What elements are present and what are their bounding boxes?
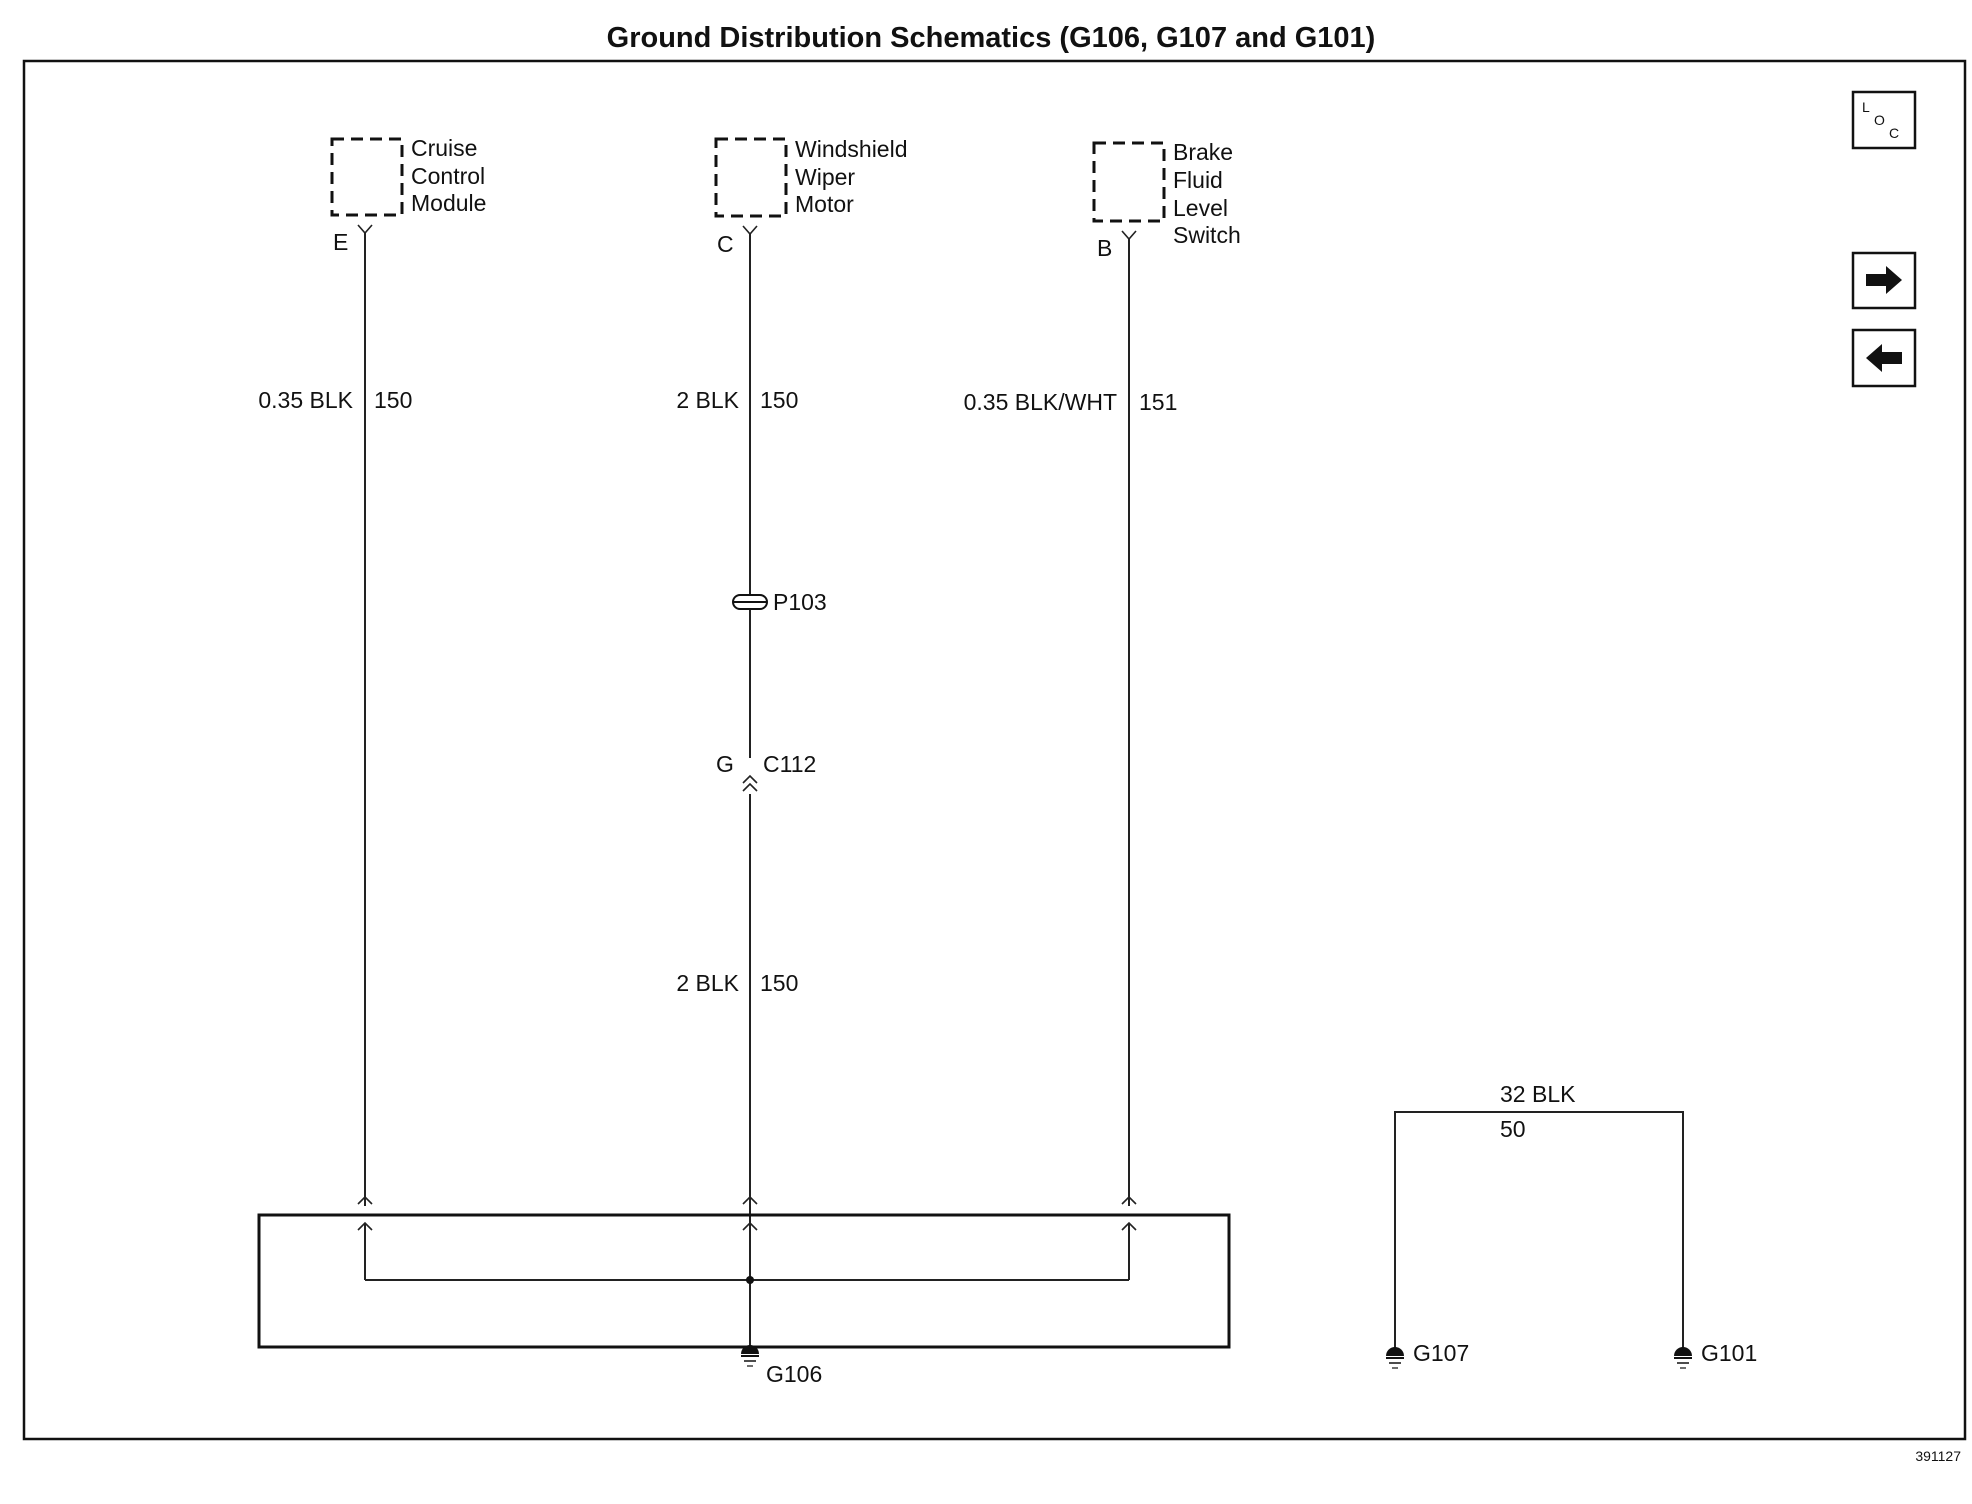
diagram-frame [22, 59, 1967, 1441]
loc-icon-l: L [1862, 99, 1870, 115]
cruise-control-module: Cruise Control Module E [330, 135, 486, 255]
arrow-right-icon [1866, 266, 1902, 294]
brake-pin-label: B [1097, 235, 1112, 261]
windshield-wiper-motor: Windshield Wiper Motor C [714, 136, 908, 257]
g107-g101-ground-wire: 32 BLK 50 G107 G101 [1386, 1081, 1757, 1369]
ground-pair-circuit-number: 50 [1500, 1116, 1526, 1142]
ground-pair-wire-gauge: 32 BLK [1500, 1081, 1576, 1107]
brake-switch-box [1092, 141, 1166, 223]
cruise-label-line-2: Control [411, 163, 485, 189]
cruise-connector-symbol [357, 224, 373, 235]
wiper-lower-wire-gauge: 2 BLK [676, 970, 739, 996]
g101-label: G101 [1701, 1340, 1757, 1366]
cruise-label-line-3: Module [411, 190, 486, 216]
wiper-lower-circuit-number: 150 [760, 970, 798, 996]
brake-label-line-2: Fluid [1173, 167, 1223, 193]
g106-ground-symbol [741, 1340, 759, 1367]
c112-connector-symbol-upper [742, 774, 758, 784]
wiper-label-line-1: Windshield [795, 136, 908, 162]
g106-label: G106 [766, 1361, 822, 1387]
p103-splice: P103 [732, 589, 827, 615]
previous-page-button[interactable] [1851, 328, 1917, 388]
loc-icon-o: O [1874, 112, 1885, 128]
g107-ground-symbol [1386, 1347, 1404, 1369]
cruise-ground-connector-symbol [357, 1195, 373, 1205]
brake-wire-gauge: 0.35 BLK/WHT [964, 389, 1117, 415]
p103-label: P103 [773, 589, 827, 615]
cruise-label-line-1: Cruise [411, 135, 477, 161]
g106-ground-enclosure [257, 1213, 1231, 1349]
location-button[interactable]: L O C [1851, 90, 1917, 150]
brake-fluid-level-switch: Brake Fluid Level Switch B [1092, 139, 1241, 261]
location-button-frame[interactable] [1851, 90, 1917, 150]
g106-ground-block: G106 [257, 1195, 1231, 1387]
g107-label: G107 [1413, 1340, 1469, 1366]
cruise-pin-label: E [333, 229, 348, 255]
brake-ground-connector-symbol [1121, 1195, 1137, 1205]
page-title: Ground Distribution Schematics (G106, G1… [607, 22, 1376, 54]
figure-number: 391127 [1915, 1448, 1961, 1464]
c112-pin-label: G [716, 751, 734, 777]
wiper-ground-connector-symbol [742, 1195, 758, 1205]
ground-pair-wire [1394, 1111, 1684, 1350]
next-page-button[interactable] [1851, 251, 1917, 310]
brake-label-line-3: Level [1173, 195, 1228, 221]
c112-label: C112 [763, 751, 816, 777]
c112-connector: G C112 [716, 751, 816, 794]
cruise-wire-gauge: 0.35 BLK [258, 387, 353, 413]
g101-ground-symbol [1674, 1347, 1692, 1369]
wiper-label-line-2: Wiper [795, 164, 855, 190]
loc-icon-c: C [1889, 125, 1899, 141]
cruise-control-module-box [330, 137, 404, 217]
wiper-label-line-3: Motor [795, 191, 854, 217]
brake-circuit-number: 151 [1139, 389, 1177, 415]
brake-connector-symbol [1121, 230, 1137, 241]
wiper-connector-symbol [742, 225, 758, 236]
wiper-pin-label: C [717, 231, 734, 257]
brake-label-line-4: Switch [1173, 222, 1241, 248]
arrow-left-icon [1866, 344, 1902, 372]
wiper-wire-gauge: 2 BLK [676, 387, 739, 413]
cruise-circuit-number: 150 [374, 387, 412, 413]
wiper-motor-box [714, 137, 788, 218]
c112-connector-symbol-lower [742, 782, 758, 792]
brake-label-line-1: Brake [1173, 139, 1233, 165]
g106-splice-dot [746, 1276, 754, 1284]
wiper-circuit-number: 150 [760, 387, 798, 413]
